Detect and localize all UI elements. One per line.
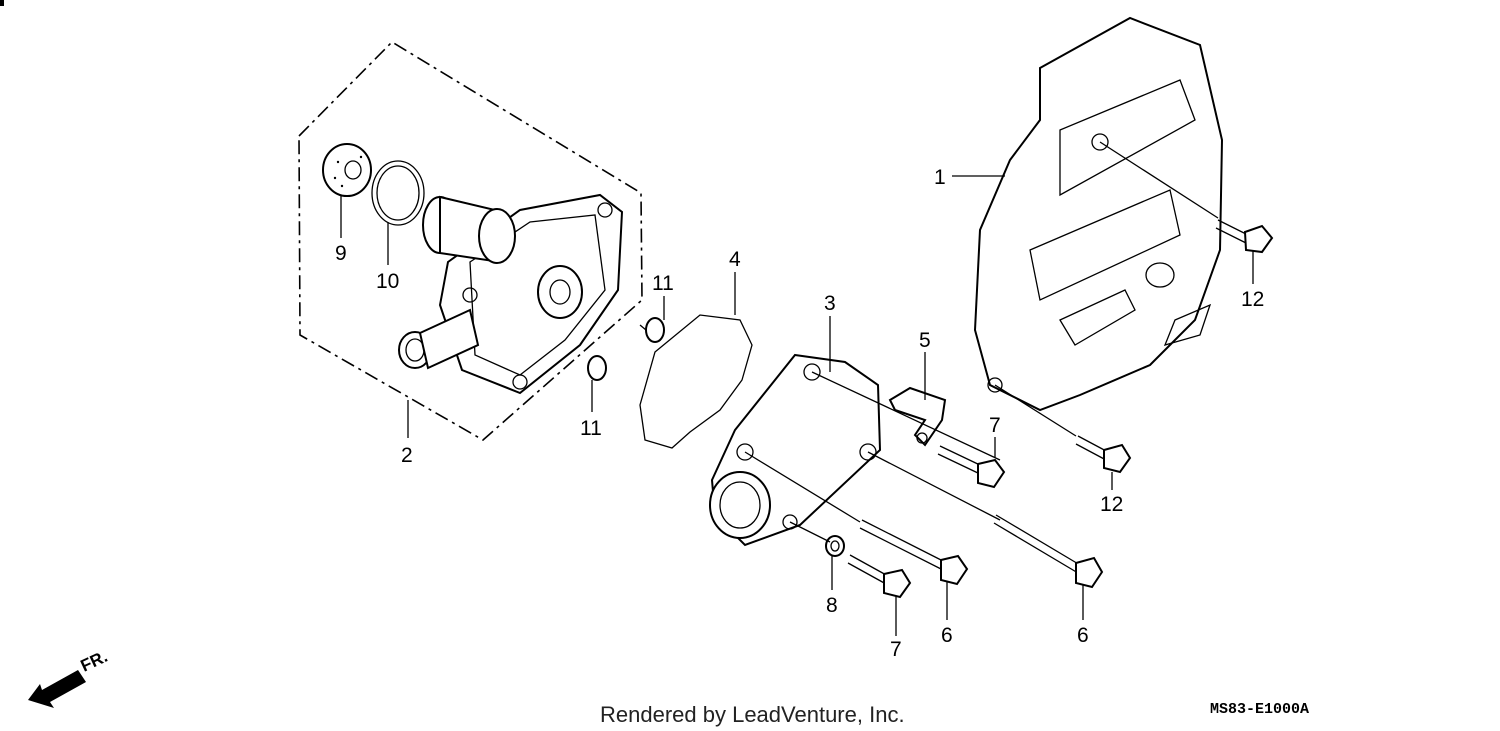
bolt-12-lower[interactable]	[1075, 435, 1132, 474]
callout-1: 1	[934, 166, 946, 189]
leader-lines	[340, 175, 1254, 636]
bolt-6-left[interactable]	[859, 519, 969, 586]
bolt-12-upper[interactable]	[1215, 219, 1274, 254]
front-direction-label: FR.	[78, 647, 111, 676]
alignment-lines	[744, 141, 1219, 543]
water-pump-body[interactable]	[398, 193, 624, 395]
callout-6-right: 6	[1077, 624, 1089, 647]
diagram-code: MS83-E1000A	[1210, 701, 1309, 718]
callout-11-upper: 11	[652, 272, 674, 295]
crankcase-cover-part[interactable]	[973, 16, 1224, 412]
front-arrow-icon	[28, 670, 86, 708]
bolt-7-upper[interactable]	[937, 445, 1006, 489]
callout-12-upper: 12	[1241, 288, 1264, 311]
callout-7-upper: 7	[989, 414, 1001, 437]
bolt-6-right[interactable]	[993, 514, 1104, 589]
oil-seal-part[interactable]	[322, 143, 372, 197]
washer-part[interactable]	[825, 535, 845, 557]
callout-10: 10	[376, 270, 399, 293]
bolt-7-lower[interactable]	[847, 554, 912, 599]
callout-6-left: 6	[941, 624, 953, 647]
callout-7-lower: 7	[890, 638, 902, 661]
gasket-part[interactable]	[639, 314, 753, 449]
callout-4: 4	[729, 248, 741, 271]
footer-credit: Rendered by LeadVenture, Inc.	[600, 702, 905, 727]
callout-5: 5	[919, 329, 931, 352]
o-ring-part[interactable]	[371, 160, 425, 226]
water-pump-assembly-outline	[298, 40, 643, 441]
pump-cover-part[interactable]	[709, 353, 882, 547]
corner-mark	[0, 0, 4, 6]
callout-3: 3	[824, 292, 836, 315]
callout-8: 8	[826, 594, 838, 617]
front-direction-indicator: FR.	[28, 647, 111, 708]
clamp-part[interactable]	[888, 386, 947, 447]
callout-12-lower: 12	[1100, 493, 1123, 516]
dowel-pin-lower[interactable]	[587, 355, 607, 381]
callout-labels: 1 2 3 4 5 6 6 7 7 8 9 10 11 11 12 12	[335, 166, 1264, 661]
callout-2: 2	[401, 444, 413, 467]
callout-9: 9	[335, 242, 347, 265]
dowel-pin-upper[interactable]	[639, 317, 665, 343]
callout-11-lower: 11	[580, 417, 602, 440]
